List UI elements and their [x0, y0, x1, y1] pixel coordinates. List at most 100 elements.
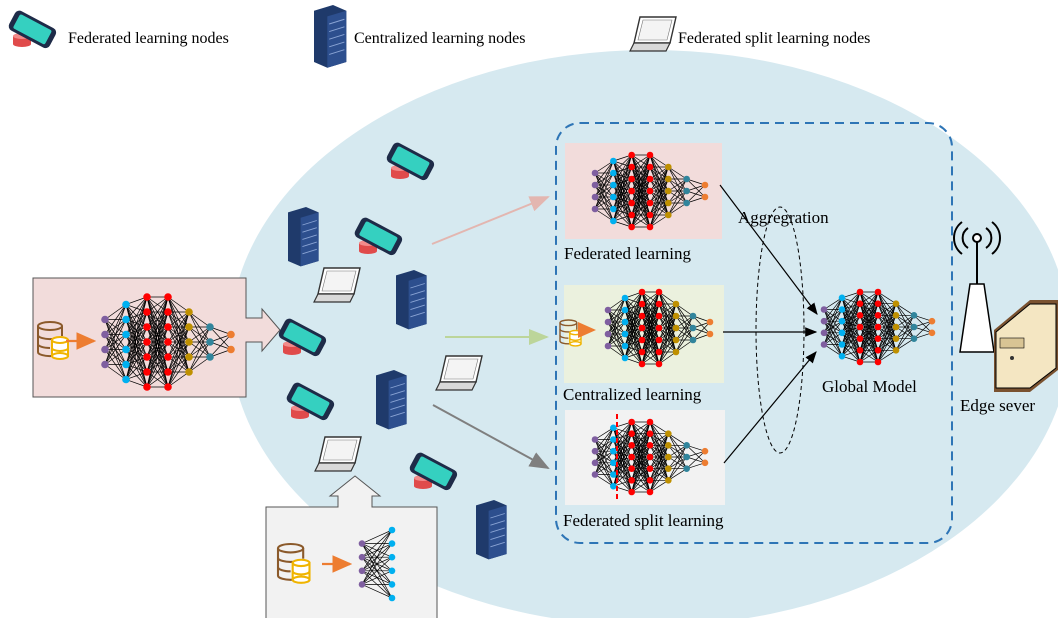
federated-panel-label: Federated learning	[564, 244, 691, 263]
neuron	[122, 315, 130, 324]
neuron	[610, 424, 617, 432]
neuron	[628, 163, 635, 171]
neuron	[820, 306, 828, 313]
neuron	[358, 540, 366, 547]
aggregation-label: Aggregration	[738, 208, 829, 227]
neuron	[646, 211, 654, 219]
legend-federated-label: Federated learning nodes	[68, 30, 229, 47]
neuron	[610, 157, 617, 165]
neuron	[591, 181, 599, 189]
smartphone-icon	[386, 142, 435, 181]
neuron	[683, 442, 690, 449]
neuron	[874, 312, 882, 319]
smartphone-icon	[409, 452, 458, 491]
neuron	[591, 447, 599, 455]
neuron	[628, 430, 635, 437]
neuron	[591, 459, 599, 467]
federated-learning-panel: Federated learning	[564, 143, 722, 263]
neuron	[358, 581, 366, 588]
neuron	[621, 306, 629, 314]
neuron	[143, 368, 151, 376]
neuron	[358, 553, 366, 561]
neuron	[638, 348, 646, 356]
neuron	[122, 300, 130, 309]
server-icon	[476, 500, 507, 560]
neuron	[838, 341, 846, 348]
neural-network	[101, 293, 235, 391]
neuron	[874, 288, 882, 296]
neuron	[638, 336, 646, 344]
neuron	[838, 317, 846, 325]
edge-server-icon	[994, 300, 1058, 392]
neuron	[591, 193, 599, 201]
neuron	[874, 323, 882, 331]
neuron	[665, 442, 672, 449]
neuron	[610, 217, 617, 225]
neuron	[628, 488, 635, 496]
arrow-to-federated	[431, 196, 550, 245]
neuron	[665, 453, 672, 461]
aggregation-ellipse	[755, 206, 805, 454]
neuron	[628, 151, 635, 159]
neuron	[143, 383, 151, 391]
global-model: Global Model	[820, 288, 936, 396]
neuron	[856, 335, 864, 342]
neuron	[628, 418, 635, 426]
neuron	[164, 323, 172, 331]
neuron	[928, 317, 936, 325]
neuron	[665, 175, 672, 183]
neuron	[610, 193, 617, 201]
neuron	[143, 353, 151, 361]
neuron	[101, 330, 109, 339]
neuron	[892, 300, 900, 307]
neuron	[928, 329, 936, 337]
neural-network	[604, 288, 714, 368]
neuron	[838, 329, 846, 337]
neuron	[646, 430, 654, 437]
split-panel-label: Federated split learning	[563, 511, 724, 530]
neuron	[646, 477, 654, 484]
neuron	[638, 360, 646, 368]
legend: Federated learning nodes Centralized lea…	[8, 5, 870, 68]
neuron	[591, 436, 599, 443]
neuron	[655, 288, 663, 296]
neuron	[591, 169, 599, 177]
neuron	[665, 187, 672, 195]
neuron	[621, 354, 629, 362]
neuron	[689, 336, 697, 344]
neuron	[665, 430, 672, 437]
server-icon	[396, 270, 427, 330]
neuron	[206, 338, 214, 346]
neuron	[655, 312, 663, 320]
legend-split-label: Federated split learning nodes	[678, 30, 870, 47]
neuron	[227, 330, 235, 339]
neuron	[892, 347, 900, 354]
neuron	[164, 338, 172, 346]
neuron	[628, 442, 635, 449]
neuron	[604, 306, 612, 314]
neuron	[655, 336, 663, 344]
neuron	[646, 199, 654, 207]
neuron	[856, 300, 864, 307]
centralized-panel-label: Centralized learning	[563, 385, 702, 404]
neuron	[838, 352, 846, 360]
neuron	[164, 293, 172, 301]
neuron	[820, 317, 828, 325]
neuron	[646, 488, 654, 496]
neuron	[628, 223, 635, 231]
laptop-icon	[314, 436, 362, 472]
neuron	[655, 300, 663, 308]
neuron	[164, 368, 172, 376]
neuron	[185, 308, 193, 316]
laptop-icon	[629, 16, 677, 52]
neuron	[227, 345, 235, 354]
neuron	[820, 341, 828, 348]
neuron	[672, 324, 680, 332]
neuron	[646, 418, 654, 426]
neuron	[701, 447, 709, 455]
antenna-icon	[953, 221, 1001, 353]
neuron	[701, 193, 709, 201]
laptop-icon	[313, 267, 361, 303]
